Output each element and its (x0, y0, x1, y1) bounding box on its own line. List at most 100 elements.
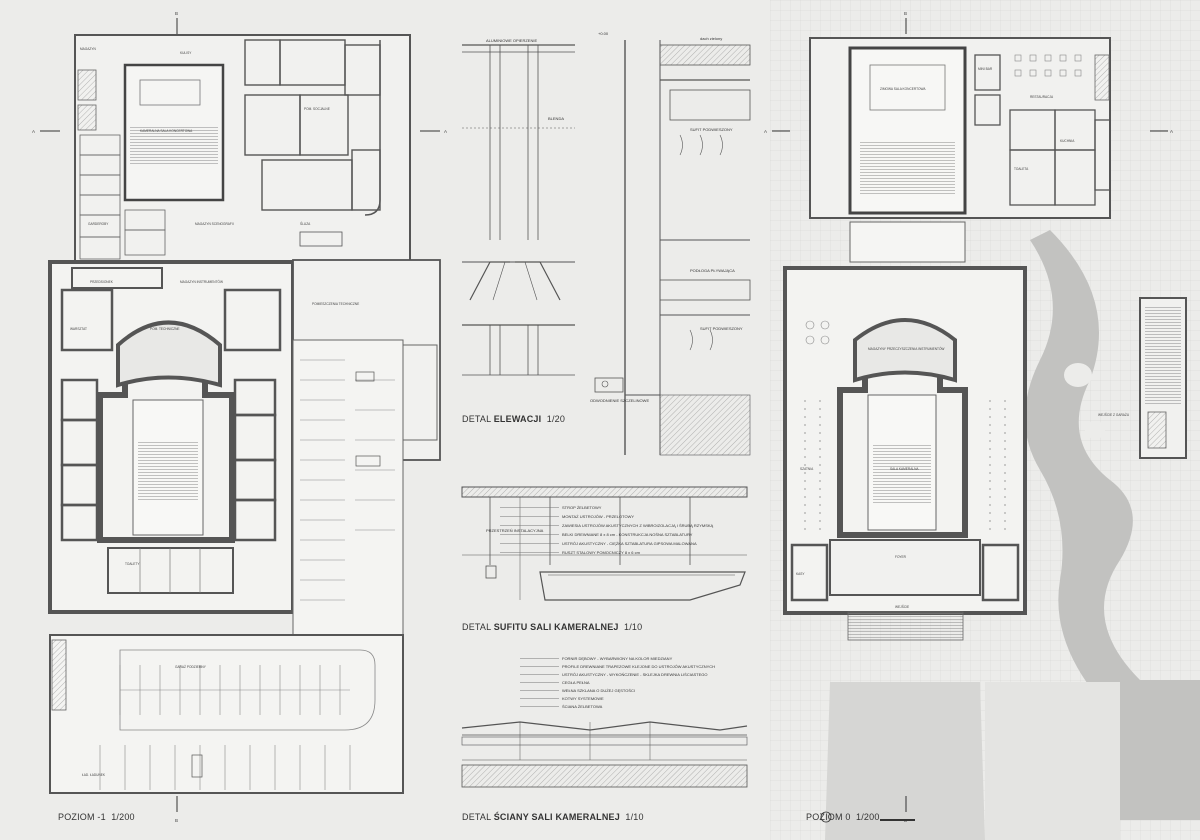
label-wejscie-garaz: WEJŚCIE Z GARAŻU (1098, 412, 1130, 417)
caption-wall-detail: DETAL ŚCIANY SALI KAMERALNEJ 1/10 (462, 812, 644, 822)
parking-ramp-area (292, 339, 404, 636)
detail-wall-notes: FORNIR DĘBOWY - WYBARWIONY NA KOLOR MIED… (520, 656, 715, 709)
ceiling-note-5: RUSZT STALOWY POMOCNICZY 8 x 6 cm (562, 550, 641, 555)
marker-a-left-0: A (764, 129, 767, 134)
label-kulisy: KULISY (180, 51, 192, 55)
ramp-curve (364, 40, 381, 216)
note-level: +0.00 (598, 31, 609, 36)
label-magazyny: MAGAZYNY PRZECZYSZCZENIA INSTRUMENTÓW (868, 346, 944, 351)
top-storage-strip (71, 267, 163, 289)
label-szatnia: SZATNIA (800, 467, 814, 471)
label-magazyn-top: MAGAZYN (80, 47, 96, 51)
marker-a-right-1: A (444, 129, 447, 134)
label-magazyn-instr: MAGAZYN INSTRUMENTÓW (180, 279, 223, 284)
stage-curve (116, 320, 222, 388)
label-warsztat: WARSZTAT (70, 327, 87, 331)
wall-note-5: KOTWY SYSTEMOWE (562, 696, 604, 701)
wall-note-6: ŚCIANA ŻELBETOWA (562, 704, 603, 709)
label-sala-kameralna: SALA KAMERALNA (890, 467, 919, 471)
label-toalety: TOALETY (125, 562, 140, 566)
caption-level-0-scale: 1/200 (856, 812, 880, 822)
wall-note-2: USTRÓJ AKUSTYCZNY - WYKOŃCZENIE - SKLEJK… (562, 672, 708, 677)
label-foyer: FOYER (895, 555, 907, 559)
restaurant-tables (1014, 54, 1082, 77)
caption-ceiling-scale: 1/10 (624, 622, 643, 632)
wall-note-1: PROFILE DREWNIANE TRAPEZOWE KLEJONE DO U… (562, 664, 715, 669)
note-aluminiowe: ALUMINIOWE OPIERZENIE (486, 38, 537, 43)
caption-elevation-scale: 1/20 (546, 414, 566, 424)
lower-toilets (107, 547, 234, 594)
car-upper-2 (355, 455, 381, 467)
service-rooms-upper (244, 39, 381, 211)
note-odwodnienie: ODWODNIENIE SZCZELINOWE (590, 398, 649, 403)
ceiling-note-1: MONTAŻ USTROJÓW - PRZELOTOWY (562, 514, 634, 519)
upper-service-rooms-0 (974, 54, 1111, 206)
marker-a-right-0: A (1170, 129, 1173, 134)
winter-hall-stage (869, 64, 946, 111)
connector-lobby (849, 221, 966, 263)
caption-wall-scale: 1/10 (625, 812, 644, 822)
detail-elevation-notes: ALUMINIOWE OPIERZENIE BLENDA SUFIT PODWI… (486, 31, 743, 403)
ceiling-note-4: USTRÓJ AKUSTYCZNY - CIĘŻKA SZTABLATURA G… (562, 541, 697, 546)
tree-round-1 (1064, 363, 1092, 387)
chamber-hall-stage (139, 79, 201, 106)
label-przedsionek: PRZEDSIONEK (90, 280, 114, 284)
caption-level-0: POZIOM 0 1/200 (806, 812, 880, 822)
label-garaz: GARAŻ PODZIEMNY (175, 664, 207, 669)
label-pom-techniczne: POM. TECHNICZNE (150, 327, 180, 331)
label-zimowa: ZIMOWA SALA KONCERTOWA (880, 87, 926, 91)
caption-elevation-detail: DETAL ELEWACJI 1/20 (462, 414, 565, 424)
parking-stalls-lower (99, 665, 351, 790)
garage-left-stair (51, 639, 67, 711)
note-sufit-1: SUFIT PODWIESZONY (690, 127, 733, 132)
label-garderoby: GARDEROBY (88, 222, 109, 226)
stair-left-1 (77, 69, 97, 101)
marker-b-top-0: B (904, 11, 907, 16)
car-upper (355, 371, 375, 382)
tree-round-2 (1085, 421, 1105, 439)
pavilion-parking (1145, 305, 1181, 405)
winter-hall-seats (860, 140, 955, 195)
note-sufit-2: SUFIT PODWIESZONY (700, 326, 743, 331)
entrance-plaza (825, 682, 985, 840)
auditorium-seats (138, 440, 198, 500)
entrance-foyer-hall (829, 539, 981, 596)
detail-ceiling (461, 486, 748, 601)
dressing-rooms-column (79, 134, 166, 260)
label-mini-bar: MINI BAR (978, 67, 993, 71)
caption-ceiling-detail: DETAL SUFITU SALI KAMERALNEJ 1/10 (462, 622, 642, 632)
chamber-hall-walls-0 (837, 362, 968, 538)
caption-ceiling-bold: SUFITU SALI KAMERALNEJ (493, 622, 619, 632)
wall-note-3: CEGŁA PEŁNA (562, 680, 590, 685)
caption-ceiling-prefix: DETAL (462, 622, 492, 632)
label-kasy: KASY (796, 572, 805, 576)
plan-level-0: ZIMOWA SALA KONCERTOWA RESTAURACJA KUCHN… (764, 0, 1200, 840)
plan-level-minus1: KULISY KAMERALNA SALA KONCERTOWA MAGAZYN… (32, 11, 447, 823)
underground-garage (49, 634, 404, 794)
north-arrow (820, 811, 832, 823)
caption-level-minus1-label: POZIOM -1 (58, 812, 106, 822)
detail-elevation (462, 40, 751, 456)
marker-a-left-1: A (32, 129, 35, 134)
entrance-steps (847, 611, 964, 641)
caption-elevation-prefix: DETAL (462, 414, 492, 424)
caption-elevation-bold: ELEWACJI (493, 414, 542, 424)
note-podloga: PODŁOGA PŁYWAJĄCA (690, 268, 735, 273)
wall-note-0: FORNIR DĘBOWY - WYBARWIONY NA KOLOR MIED… (562, 656, 673, 661)
foyer-columns (804, 400, 1006, 530)
label-pom-socjalne: POM. SOCJALNE (304, 107, 330, 111)
label-sluza: ŚLUZA (300, 221, 311, 226)
label-kuchnia: KUCHNIA (1060, 139, 1075, 143)
label-pom-tech-right: POMIESZCZENIA TECHNICZNE (312, 302, 359, 306)
foyer-cafe-tables (805, 320, 830, 345)
garage-loop (119, 649, 376, 731)
note-przestrzen: PRZESTRZEŃ INSTALACYJNA (486, 528, 544, 533)
lower-corner-rooms-0 (790, 543, 1020, 602)
side-storage-left (60, 288, 114, 542)
toilet-stalls (139, 548, 201, 593)
label-kameralna: KAMERALNA SALA KONCERTOWA (140, 129, 193, 133)
stair-right-upper (1094, 54, 1110, 101)
chamber-hall-seats-0 (873, 445, 931, 505)
label-magazyn-scen: MAGAZYN SCENOGRAFII (195, 222, 234, 226)
